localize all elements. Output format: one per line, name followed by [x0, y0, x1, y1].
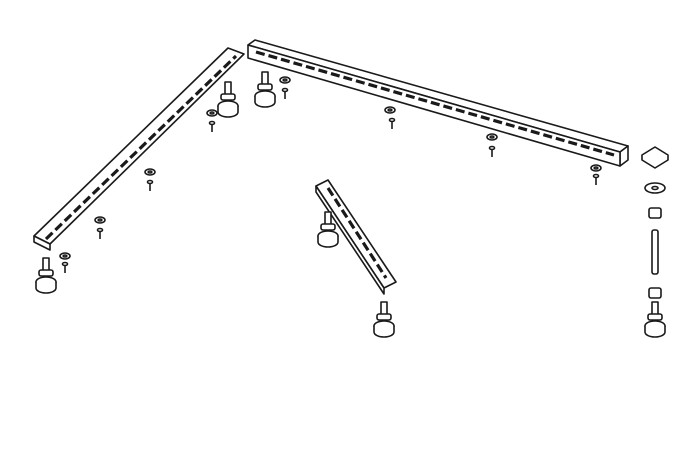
center-support-assembly — [641, 146, 669, 299]
short-rail — [315, 179, 397, 295]
nut — [648, 287, 662, 299]
threaded-rod — [651, 229, 659, 275]
long-rail-left — [33, 47, 245, 251]
long-rail-top — [247, 39, 629, 167]
adjustable-feet — [35, 71, 666, 338]
nut — [648, 207, 662, 219]
